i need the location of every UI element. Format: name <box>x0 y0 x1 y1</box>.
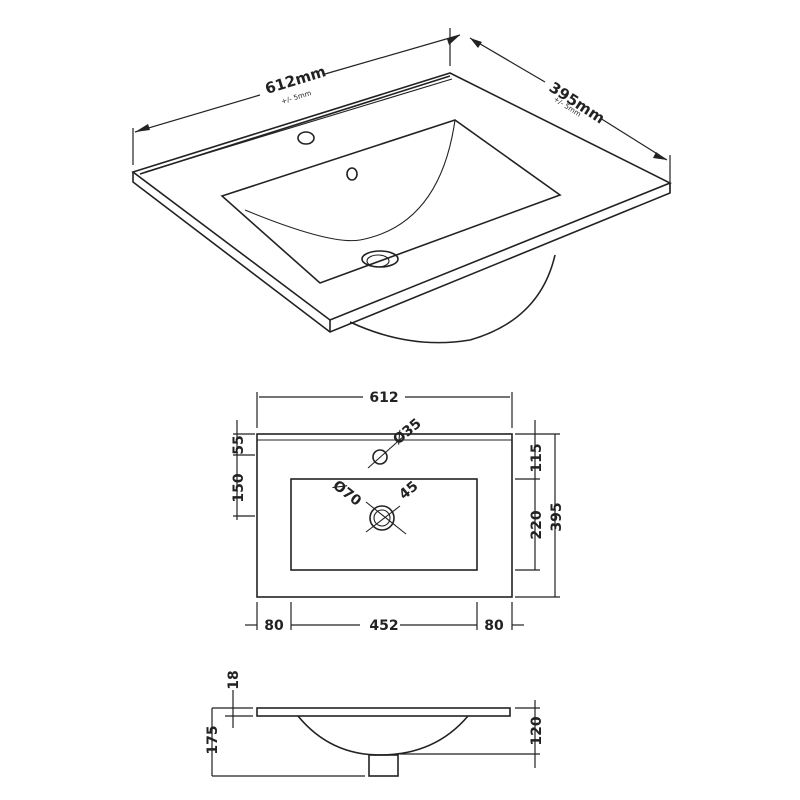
waste-diameter: Ø70 <box>330 478 365 510</box>
waste-inner: 45 <box>396 478 421 503</box>
bowl-height: 120 <box>529 716 545 745</box>
tap-to-bowl: 115 <box>529 443 545 472</box>
bowl-width: 452 <box>369 618 398 634</box>
iso-width-label: 612mm <box>263 62 328 98</box>
side-view: 18 175 120 <box>205 670 545 777</box>
plan-view: Ø35 Ø70 45 612 80 452 80 55 150 <box>231 390 565 634</box>
right-margin: 80 <box>484 618 504 634</box>
left-margin: 80 <box>264 618 284 634</box>
tap-hole-diameter: Ø35 <box>390 416 424 448</box>
ledge-to-bowl: 150 <box>231 473 247 502</box>
overall-width: 612 <box>369 390 398 406</box>
isometric-view: 612mm +/- 5mm 395mm +/- 5mm <box>131 28 672 344</box>
total-height: 175 <box>205 725 221 754</box>
bowl-depth: 220 <box>529 510 545 539</box>
back-ledge: 55 <box>231 435 247 454</box>
overall-depth: 395 <box>549 502 565 531</box>
top-thickness: 18 <box>226 670 242 689</box>
